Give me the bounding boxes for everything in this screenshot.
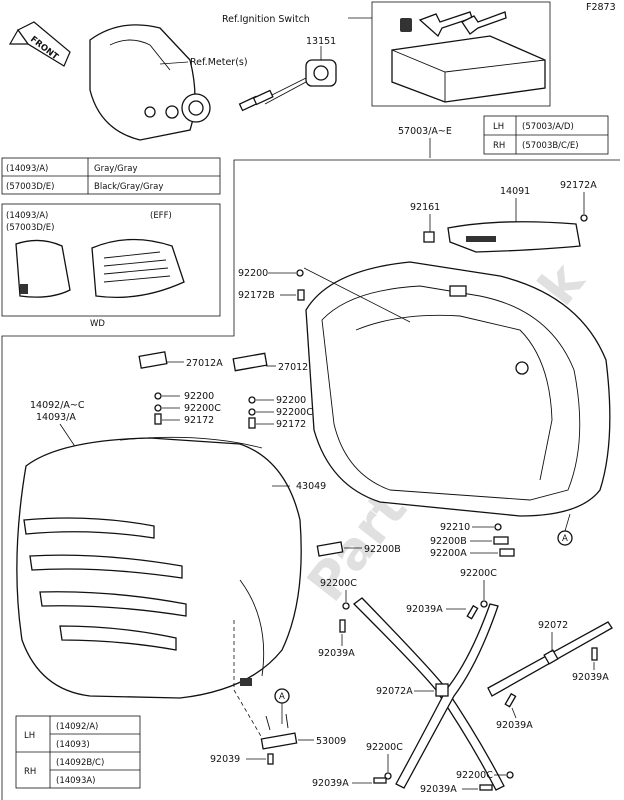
part-14091: 14091 (500, 186, 530, 197)
part-92200-left: 92200 (184, 391, 214, 402)
meter-illustration (89, 24, 211, 141)
part-92200C-d: 92200C (456, 770, 493, 781)
part-27012A-shape (138, 351, 168, 369)
part-92039A-d: 92039A (496, 720, 533, 731)
part-92172-right: 92172 (276, 419, 306, 430)
part-92072A: 92072A (376, 686, 413, 697)
part-92200B-box: 92200B (364, 544, 401, 555)
inner-case-illustration (305, 261, 611, 517)
part-27012: 27012 (278, 362, 308, 373)
fasteners-left (154, 392, 162, 425)
outer-cover-illustration (16, 436, 302, 699)
figure-code: F2873 (586, 2, 616, 13)
side-rh-top: RH (493, 141, 505, 151)
part-13151: 13151 (306, 36, 336, 47)
part-92172A: 92172A (560, 180, 597, 191)
side-rh-part-2: (14093A) (56, 776, 96, 786)
inset-box (1, 203, 221, 317)
fastener-set-upper-left (339, 602, 350, 633)
part-57003: 57003/A~E (398, 126, 452, 137)
color-table: (14093/A) Gray/Gray (57003D/E) Black/Gra… (1, 157, 221, 195)
part-92161: 92161 (410, 202, 440, 213)
part-92200C-left: 92200C (184, 403, 221, 414)
ignition-switch-part (238, 59, 337, 112)
ref-marker-a-left-label: A (279, 692, 285, 702)
part-92039A-c: 92039A (572, 672, 609, 683)
part-92200C-a: 92200C (320, 578, 357, 589)
part-27012A: 27012A (186, 358, 223, 369)
ref-marker-a-right-label: A (562, 534, 568, 544)
part-92200A: 92200A (430, 548, 467, 559)
side-lh-bottom: LH (24, 731, 35, 741)
part-92200-right: 92200 (276, 395, 306, 406)
part-14093: 14093/A (36, 412, 76, 423)
bracket-53009 (260, 713, 298, 765)
wd-label: WD (90, 319, 105, 329)
lid-part-14091 (447, 221, 581, 253)
part-14092: 14092/A~C (30, 400, 85, 411)
side-lh-top: LH (493, 122, 504, 132)
fastener-set-upper-right (466, 600, 488, 620)
fasteners-right (248, 396, 256, 429)
side-lh-part-2: (14093) (56, 740, 90, 750)
part-92039A-a: 92039A (318, 648, 355, 659)
ref-ignition-label: Ref.Ignition Switch (222, 14, 310, 25)
side-lh-part-top: (57003/A/D) (522, 122, 574, 132)
part-92172-left: 92172 (184, 415, 214, 426)
inset-part-2: (57003D/E) (6, 223, 54, 233)
part-92172B: 92172B (238, 290, 275, 301)
part-92200C-c: 92200C (366, 742, 403, 753)
part-92039A-e: 92039A (312, 778, 349, 789)
side-rh-bottom: RH (24, 767, 36, 777)
part-92200B: 92200B (430, 536, 467, 547)
main-frame-top (233, 159, 620, 316)
color-value-1: Gray/Gray (94, 164, 138, 174)
main-frame-left (1, 316, 235, 800)
color-part-2: (57003D/E) (6, 182, 54, 192)
part-92039: 92039 (210, 754, 240, 765)
side-table-top: LH (57003/A/D) RH (57003B/C/E) (483, 115, 609, 155)
strap-92072A (353, 597, 505, 791)
part-43049: 43049 (296, 481, 326, 492)
color-value-2: Black/Gray/Gray (94, 182, 163, 192)
side-table-bottom: LH (14092/A) (14093) RH (14092B/C) (1409… (15, 715, 141, 789)
inset-part-1: (14093/A) (6, 211, 48, 221)
ref-meter-label: Ref.Meter(s) (190, 57, 248, 68)
color-part-1: (14093/A) (6, 164, 48, 174)
side-rh-part-top: (57003B/C/E) (522, 141, 579, 151)
front-arrow-icon (8, 21, 71, 67)
part-92200B-shape (316, 541, 344, 557)
part-27012-shape (232, 352, 268, 372)
part-53009: 53009 (316, 736, 346, 747)
side-lh-part-1: (14092/A) (56, 722, 98, 732)
part-92200-top: 92200 (238, 268, 268, 279)
part-92039A-f: 92039A (420, 784, 457, 795)
side-rh-part-1: (14092B/C) (56, 758, 104, 768)
eff-label: (EFF) (150, 211, 172, 221)
part-92210: 92210 (440, 522, 470, 533)
ignition-unit-illustration (391, 11, 546, 103)
part-92200C-b: 92200C (460, 568, 497, 579)
part-92072: 92072 (538, 620, 568, 631)
strap-92072 (487, 621, 613, 697)
part-92200C-right: 92200C (276, 407, 313, 418)
part-92039A-b: 92039A (406, 604, 443, 615)
inset-case-illustration (15, 238, 185, 299)
ignition-ref-box (371, 1, 551, 107)
